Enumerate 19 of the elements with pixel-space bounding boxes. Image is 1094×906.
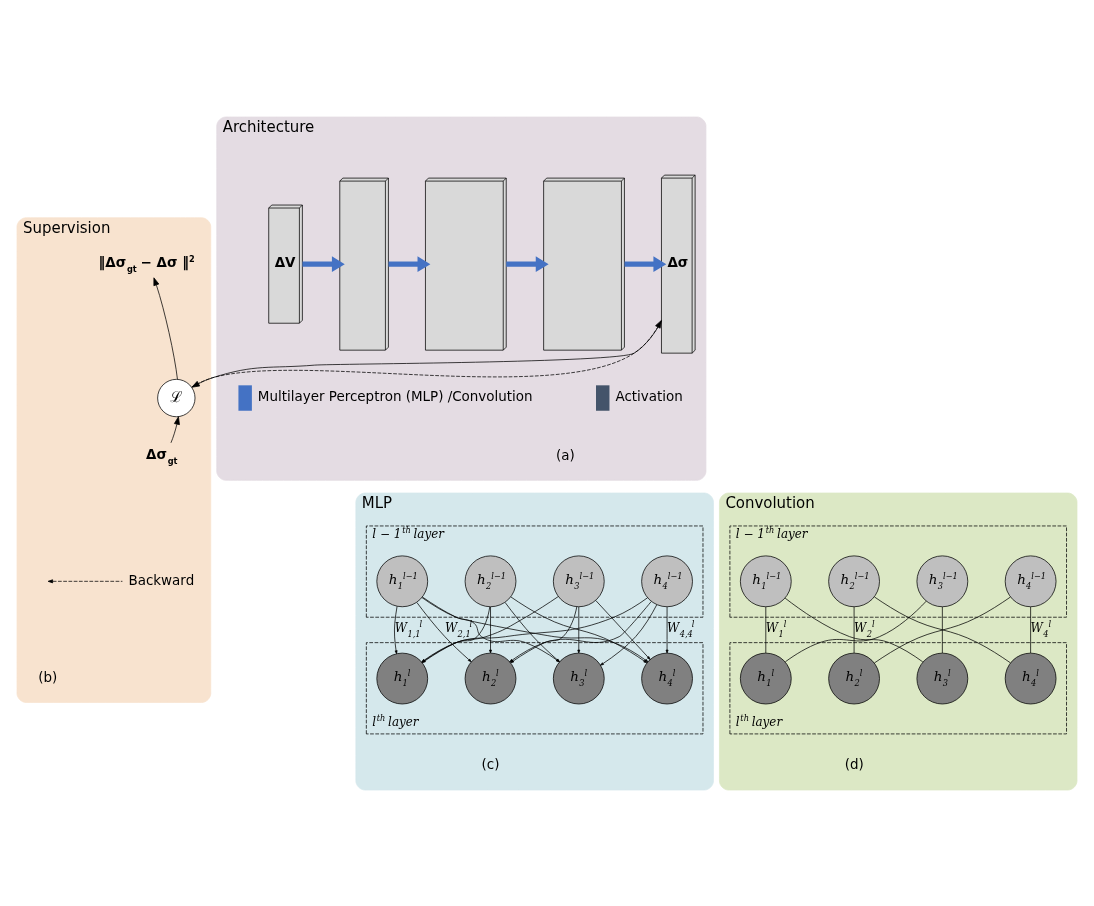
arrow bbox=[624, 255, 667, 272]
arrow bbox=[153, 276, 178, 380]
connector bbox=[853, 606, 855, 653]
legend-label: Backward bbox=[128, 572, 195, 588]
node-text: Δσ$_{gt}$ bbox=[146, 446, 178, 466]
legend-label: Multilayer Perceptron (MLP) /Convolution bbox=[257, 388, 533, 404]
node-text: ‖Δσ$_{gt}$ − Δσ ‖$^{2}$ bbox=[98, 253, 195, 274]
connector bbox=[874, 596, 1011, 663]
node-circle: ℒ bbox=[157, 378, 196, 417]
arrow bbox=[170, 415, 180, 443]
connector bbox=[1030, 606, 1031, 653]
arrow bbox=[394, 605, 398, 654]
connector bbox=[941, 606, 943, 653]
arrow bbox=[388, 255, 431, 272]
arrow bbox=[506, 255, 549, 272]
connector bbox=[765, 606, 767, 653]
arrow bbox=[665, 606, 669, 653]
arrow bbox=[302, 255, 345, 272]
legend-label: Activation bbox=[615, 388, 683, 404]
